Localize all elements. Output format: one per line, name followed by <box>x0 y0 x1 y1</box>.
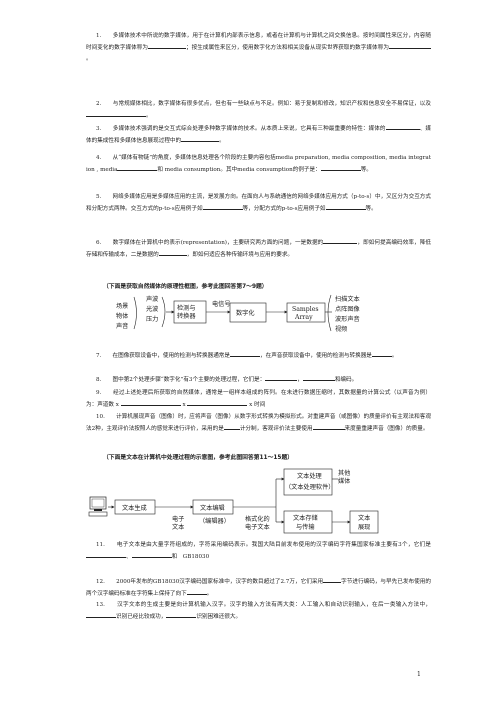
samples-label-2: Array <box>294 314 313 321</box>
digitize-box <box>229 302 267 323</box>
e-text-label-1: 电子 <box>172 515 184 523</box>
signal-light-wave: 光波 <box>146 305 158 313</box>
answer-blank <box>302 374 335 381</box>
answer-blank <box>131 551 172 559</box>
answer-blank <box>323 576 342 583</box>
signal-bracket <box>161 296 166 328</box>
computer-icon <box>88 496 108 517</box>
signal-labels: 声波 光波 压力 <box>146 295 158 323</box>
answer-blank <box>86 551 126 559</box>
other-media-label-2: 媒体 <box>338 477 351 485</box>
question-12: 12. 2000年发布的GB18030汉字编码国家标准中，汉字的数目超过了2.7… <box>86 576 431 600</box>
question-2: 2. 与常规媒体相比，数字媒体有很多优点，但也有一些缺点与不足。例如：易于复制和… <box>86 99 431 122</box>
question-10: 10. 计算机展现声音（图像）时，应将声音（图像）从数字形式转换为模拟形式。对重… <box>86 414 431 433</box>
diagram-2-caption: （下面是文本在计算机中处理过程的示意图，参考此图回答第11～15题） <box>103 455 294 461</box>
answer-blank <box>120 399 181 407</box>
question-1: 1. 多媒体技术中所说的数字媒体，用于在计算机内部表示信息，或者在计算机与计算机… <box>86 33 431 63</box>
answer-blank <box>187 399 248 407</box>
output-waveform-sound: 波形声音 <box>335 315 360 323</box>
text-processing-software-label: （文本处理软件） <box>285 483 335 491</box>
answer-blank <box>148 42 187 50</box>
answer-blank <box>388 42 431 50</box>
page-number: 1 <box>417 671 421 678</box>
question-9: 9. 经过上述处理后所获取的自然媒体，通常是一组样本组成的阵列。在未进行数据压缩… <box>86 390 431 409</box>
e-text-label-2: 文本 <box>172 523 184 531</box>
answer-blank <box>158 249 187 257</box>
source-scene: 场景 <box>116 302 128 310</box>
source-sound: 声音 <box>116 322 128 330</box>
question-6: 6. 数字媒体在计算机中的表示(representation)，主要研究两方面的… <box>86 237 431 261</box>
answer-blank <box>323 237 358 244</box>
answer-blank <box>86 110 146 118</box>
other-media-label-1: 其他 <box>338 469 350 477</box>
answer-blank <box>166 611 197 619</box>
text-processing-diagram: 文本生成 电子 文本 文本编辑 （编辑器） 格式化的 电子文本 文本处理 （文本… <box>88 468 379 534</box>
edge-signal-label: 电信号 <box>212 300 231 308</box>
question-5: 5. 网络多媒体应用是多媒体应用的主流，是发展方向。在面向人与系统通信的网络多媒… <box>86 194 431 213</box>
source-bracket <box>133 296 137 330</box>
text-storage-label-2: 与传输 <box>296 523 315 531</box>
media-acquisition-diagram: 场景 物体 声音 声波 光波 压力 检测与 转换器 电信号 数字化 Sample… <box>116 294 360 333</box>
answer-blank <box>312 423 345 431</box>
answer-blank <box>117 164 158 172</box>
answer-blank <box>202 203 243 211</box>
editor-label: （编辑器） <box>199 517 230 525</box>
signal-pressure: 压力 <box>146 315 158 323</box>
source-labels: 场景 物体 声音 <box>116 302 129 330</box>
question-11: 11. 电子文本是由大量字符组成的，字符采用编码表示。我国大陆目前发布使用的汉字… <box>86 540 431 563</box>
text-storage-label-1: 文本存储 <box>293 514 318 522</box>
output-bracket <box>327 294 332 332</box>
answer-blank <box>371 350 392 357</box>
signal-sound-wave: 声波 <box>146 295 158 303</box>
answer-blank <box>181 135 220 143</box>
question-8: 8. 图中第2个处理步骤“数字化”有3个主要的处理过程，它们是：，和编码。 <box>86 374 431 386</box>
question-4: 4. 从“媒体有物链”的角度，多媒体信息处理各个阶段的主要内容包括media p… <box>86 155 431 174</box>
answer-blank <box>230 350 260 357</box>
diagram-1-caption: （下面是获取自然媒体的原理性框图，参考此图回答第7～9题） <box>103 284 268 290</box>
source-object: 物体 <box>116 312 129 320</box>
answer-blank <box>325 203 366 211</box>
answer-blank <box>223 423 240 431</box>
text-editing-label: 文本编辑 <box>200 504 225 512</box>
text-display-label-2: 展现 <box>358 524 370 531</box>
text-display-label-1: 文本 <box>358 514 370 522</box>
answer-blank <box>186 588 207 596</box>
detector-label-2: 转换器 <box>177 312 196 320</box>
output-video: 视频 <box>335 325 347 333</box>
samples-label-1: Samples <box>292 306 319 313</box>
text-display-box <box>349 510 379 534</box>
answer-blank <box>385 123 420 130</box>
answer-blank <box>265 374 298 381</box>
formatted-text-label-2: 电子文本 <box>245 523 270 531</box>
samples-box <box>286 302 326 323</box>
text-generation-label: 文本生成 <box>122 504 147 512</box>
question-3: 3. 多媒体技术强调的是交互式综合处理多种数字媒体的技术。从本质上来说，它具有三… <box>86 123 431 147</box>
question-13: 13. 汉字文本的生成主要是向计算机输入汉字。汉字的输入方法有两大类：人工输入和… <box>86 600 431 623</box>
output-bitmap-image: 点阵图像 <box>335 305 360 313</box>
output-labels: 扫描文本 点阵图像 波形声音 视频 <box>335 295 360 333</box>
output-scanned-text: 扫描文本 <box>335 295 360 303</box>
formatted-text-label-1: 格式化的 <box>245 515 270 523</box>
text-processing-label: 文本处理 <box>297 472 322 480</box>
answer-blank <box>320 164 361 172</box>
answer-blank <box>86 611 116 619</box>
text-processing-box <box>283 468 333 496</box>
digitize-label: 数字化 <box>236 309 255 317</box>
question-7: 7. 在图像获取设备中，使用的检测与转换器通常是，在声音获取设备中，使用的检测与… <box>86 350 431 362</box>
detector-label-1: 检测与 <box>177 304 196 312</box>
